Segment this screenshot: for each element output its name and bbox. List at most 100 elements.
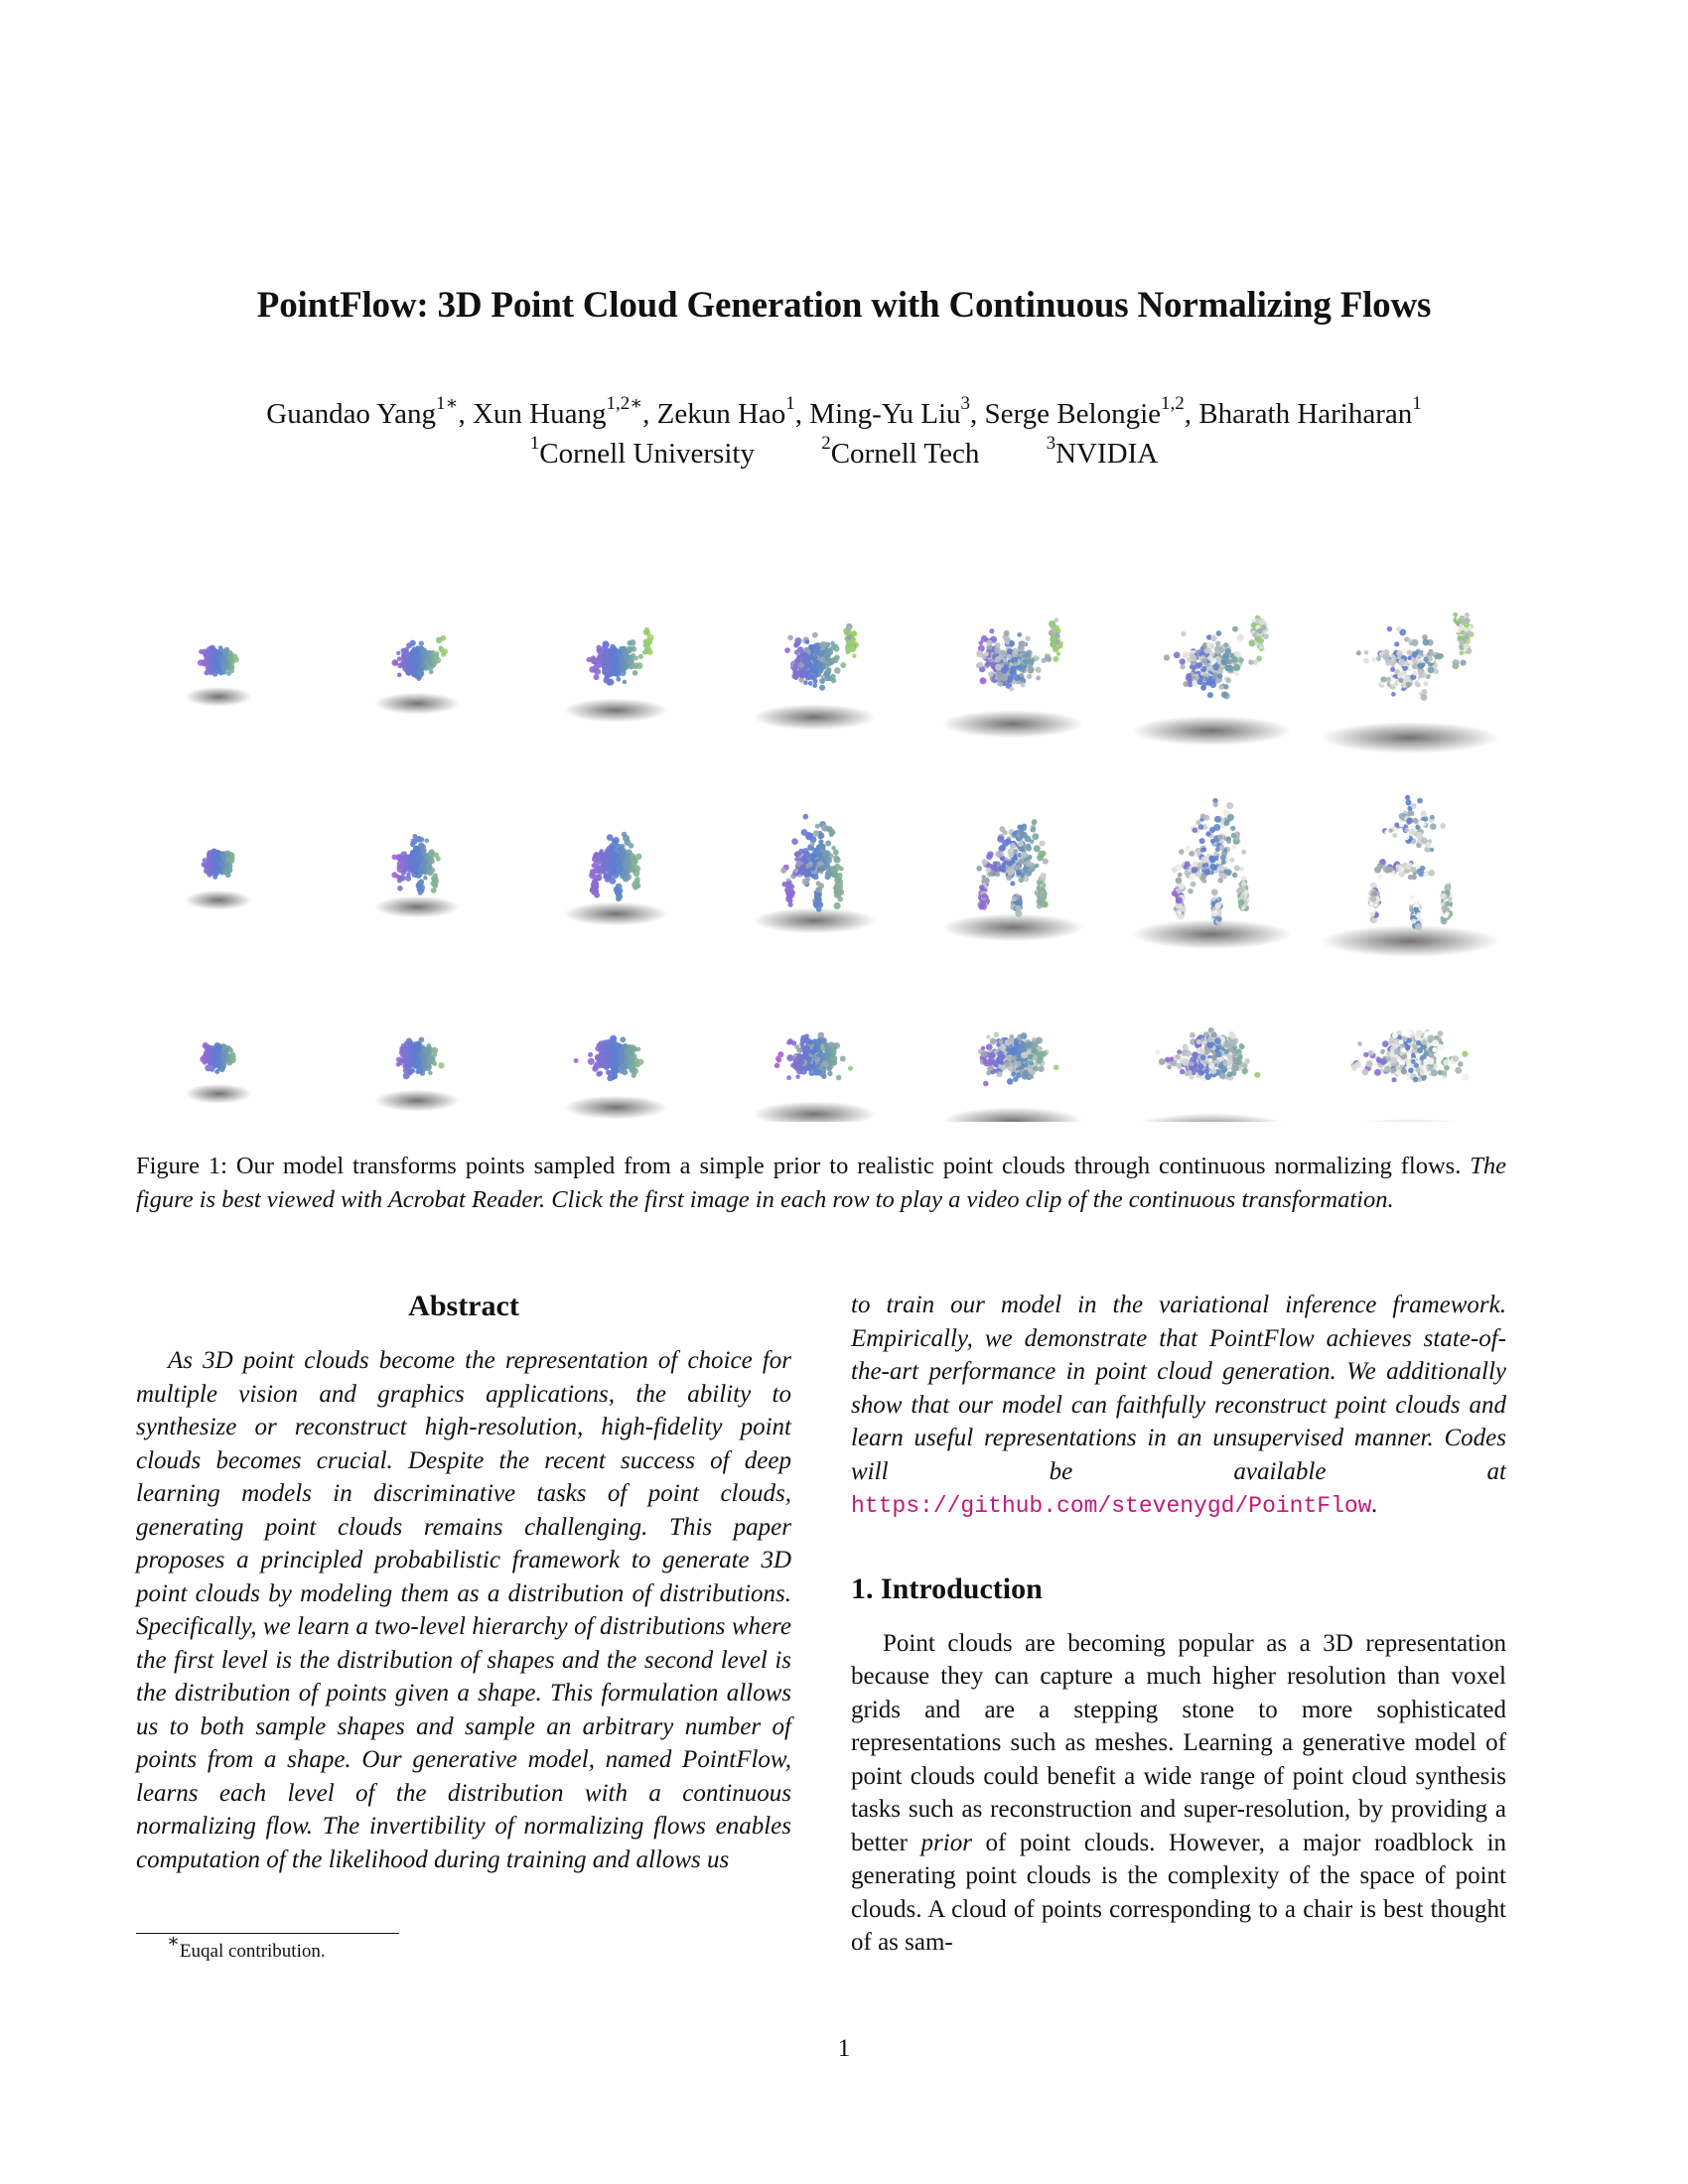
cloud-point [794, 640, 801, 647]
cloud-point [206, 662, 212, 670]
cloud-point [994, 656, 1002, 663]
cloud-point [1222, 652, 1229, 660]
cloud-point [1053, 655, 1059, 662]
point-cloud-chair[interactable] [185, 848, 252, 910]
cloud-point [987, 1065, 994, 1071]
cloud-point [1033, 845, 1041, 853]
cloud-point [1231, 844, 1237, 849]
cloud-point [1376, 656, 1381, 661]
cloud-point [796, 1052, 802, 1058]
cloud-point [830, 673, 836, 680]
cloud-point [803, 680, 808, 686]
cloud-point [1005, 639, 1010, 645]
cloud-point [425, 658, 432, 666]
point-cloud-airplane[interactable] [185, 644, 252, 707]
cloud-point [839, 866, 844, 872]
cloud-point [830, 640, 835, 646]
cloud-point [994, 646, 1001, 654]
cloud-point [1260, 624, 1267, 631]
cloud-point [1201, 641, 1208, 648]
cloud-point [1217, 864, 1225, 872]
cloud-point [1427, 666, 1435, 674]
cloud-point [606, 1054, 613, 1061]
cloud-point [852, 653, 857, 658]
cloud-point [1035, 666, 1042, 673]
cloud-point [1466, 647, 1473, 654]
cloud-point [1444, 877, 1450, 884]
cloud-point [1003, 860, 1009, 865]
cloud-point [1422, 634, 1428, 640]
point-cloud-chair [1321, 794, 1499, 957]
cloud-point [215, 855, 221, 861]
cloud-point [1220, 860, 1226, 865]
cloud-point [615, 1042, 622, 1050]
cloud-point [211, 667, 216, 673]
cloud-point [1217, 834, 1223, 840]
cloud-point [438, 1062, 445, 1069]
cloud-point [607, 668, 613, 674]
cloud-point [1189, 1074, 1195, 1080]
cloud-point [1013, 674, 1021, 681]
cloud-point [823, 850, 831, 858]
cloud-point [849, 638, 855, 644]
cloud-point [791, 838, 798, 846]
cloud-point [1406, 817, 1414, 825]
cloud-point [1239, 893, 1246, 900]
cloud-point [1411, 638, 1419, 646]
cloud-point [1039, 840, 1046, 847]
point-cloud-chair [373, 834, 461, 918]
cloud-point [210, 1067, 215, 1072]
cloud-point [807, 644, 814, 650]
cloud-point [1460, 659, 1467, 666]
cloud-shadow [373, 1089, 461, 1112]
cloud-point [1445, 900, 1451, 906]
cloud-point [1405, 799, 1412, 806]
cloud-point [828, 1061, 834, 1067]
cloud-point [808, 1063, 816, 1071]
cloud-point [623, 1062, 628, 1068]
cloud-point [621, 831, 628, 838]
cloud-point [1402, 665, 1408, 671]
cloud-point [1377, 874, 1384, 880]
cloud-point [412, 834, 418, 839]
cloud-point [593, 860, 601, 868]
cloud-point [999, 826, 1006, 832]
cloud-point [635, 662, 643, 669]
cloud-point [1385, 676, 1392, 683]
cloud-point [1215, 630, 1222, 636]
cloud-point [400, 851, 408, 859]
cloud-point [1054, 617, 1059, 622]
cloud-point [597, 869, 604, 876]
cloud-point [1230, 825, 1236, 832]
cloud-point [986, 1070, 992, 1076]
cloud-point [1201, 878, 1207, 884]
cloud-point [228, 1047, 233, 1053]
cloud-point [830, 644, 836, 651]
cloud-point [633, 865, 641, 873]
cloud-point [219, 661, 226, 667]
point-cloud-car[interactable] [185, 1041, 252, 1104]
cloud-point [1390, 666, 1396, 672]
cloud-point [807, 1038, 813, 1044]
cloud-point [818, 843, 825, 851]
cloud-point [1218, 684, 1224, 690]
cloud-point [603, 641, 610, 648]
cloud-point [1025, 860, 1033, 868]
cloud-shadow [1321, 722, 1499, 753]
cloud-point [1411, 918, 1417, 924]
cloud-point [228, 1051, 235, 1058]
cloud-point [1032, 833, 1040, 841]
cloud-point [995, 851, 1003, 859]
cloud-point [1440, 892, 1447, 899]
cloud-point [1398, 677, 1404, 683]
cloud-point [997, 680, 1004, 687]
point-cloud-chair [941, 819, 1084, 942]
cloud-point [1007, 1037, 1015, 1045]
cloud-point [602, 653, 609, 660]
cloud-shadow [185, 1083, 252, 1104]
cloud-point [1404, 794, 1411, 801]
cloud-point [1031, 1036, 1037, 1042]
cloud-shadow [941, 1107, 1084, 1122]
cloud-point [833, 667, 841, 674]
cloud-point [209, 854, 216, 862]
